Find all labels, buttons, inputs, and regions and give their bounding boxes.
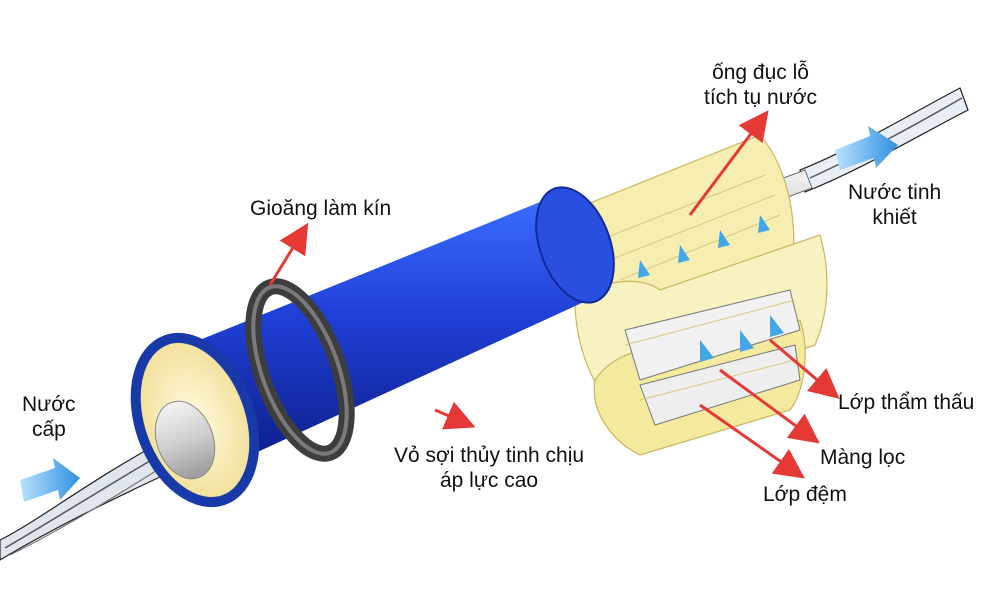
label-spacer: Lớp đệm — [763, 483, 847, 506]
feed-water-stream — [0, 439, 176, 561]
label-feed-water: Nước cấp — [22, 393, 76, 441]
seal-ring — [245, 278, 355, 462]
pointer-arrows — [268, 110, 840, 479]
label-membrane: Màng lọc — [820, 446, 906, 469]
label-pure-water: Nước tinh khiết — [848, 181, 942, 229]
label-shell: Vỏ sợi thủy tinh chịu áp lực cao — [394, 444, 585, 492]
flow-arrows — [20, 126, 898, 502]
label-perforated-tube: ống đục lỗ tích tụ nước — [704, 61, 818, 109]
front-end-cap — [130, 332, 260, 508]
membrane-leaves — [559, 134, 828, 456]
label-permeate-layer: Lớp thẩm thấu — [838, 391, 975, 414]
label-seal: Gioăng làm kín — [250, 197, 392, 220]
